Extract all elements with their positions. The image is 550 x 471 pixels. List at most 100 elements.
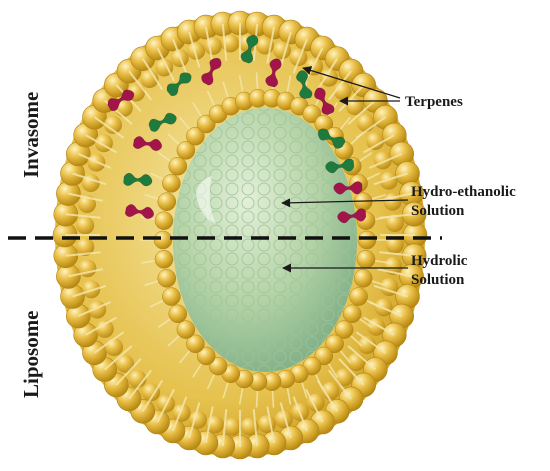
lipid-head [162, 287, 181, 306]
label-terpenes: Terpenes [405, 94, 463, 110]
lipid-head [321, 381, 340, 400]
lipid-head [357, 230, 377, 250]
lipid-tails [65, 23, 415, 447]
lipid-head [154, 211, 174, 230]
lipid-head [76, 237, 95, 256]
lipid-tail [338, 84, 365, 112]
lipid-tail [368, 152, 403, 169]
terpene-shape [314, 87, 335, 115]
lipid-tail [188, 31, 201, 68]
lipid-tail [305, 388, 324, 423]
lipid-head [196, 346, 216, 366]
lipid-tail [279, 31, 292, 68]
lipid-tail [377, 192, 412, 202]
terpene [107, 89, 135, 112]
lipid-tail [373, 172, 408, 186]
lipid-head [168, 304, 188, 324]
lipid-tail [65, 251, 101, 257]
lipid-tail [65, 213, 101, 219]
lipid-head [104, 115, 122, 134]
terpene [337, 208, 367, 224]
arrow-hydro-ethanolic [281, 198, 409, 208]
lipid-head [379, 171, 398, 190]
lipid-tail [72, 172, 107, 186]
lipid-head [154, 250, 174, 269]
lipid-head [204, 36, 223, 55]
label-liposome: Liposome [19, 310, 43, 398]
lipid-tail [347, 345, 376, 371]
terpene-shape [124, 204, 155, 220]
inner-lipid-heads [153, 89, 377, 391]
label-invasome: Invasome [19, 92, 43, 178]
terpene-shape [317, 128, 346, 149]
lipid-head [345, 97, 364, 116]
terpene [201, 57, 222, 86]
lipid-tail [363, 316, 395, 336]
lipid-tail [128, 369, 152, 400]
lipid-head [257, 415, 276, 434]
lipid-tail [338, 358, 365, 386]
terpene-shape [107, 89, 135, 112]
lipid-tail [328, 369, 352, 400]
lipid-head [95, 319, 114, 338]
label-hydrolic-2: Solution [411, 272, 465, 288]
lipid-head [356, 250, 376, 269]
lipid-head [356, 113, 375, 132]
lipid-head [186, 126, 205, 146]
lipid-tail [355, 331, 387, 354]
lipid-head [208, 356, 228, 376]
lipid-tail [266, 26, 276, 64]
terpene [265, 58, 282, 88]
terpene-shape [265, 58, 282, 88]
label-hydro-ethanolic-2: Solution [411, 203, 465, 219]
lipid-tail [141, 58, 164, 91]
lipid-head [196, 114, 216, 134]
lipid-tail [93, 331, 125, 354]
lipid-tail [363, 134, 395, 154]
terpene-shape [201, 57, 222, 86]
lipid-tail [266, 406, 276, 444]
lipid-head [162, 174, 181, 193]
lipid-tail [68, 192, 103, 202]
terpene-shape [132, 136, 163, 152]
terpene-molecules [107, 34, 367, 224]
arrow-terpene-green [302, 66, 401, 99]
lipid-tail [221, 23, 228, 61]
lipid-tail [104, 345, 133, 371]
lipid-head [142, 383, 161, 402]
terpene [123, 172, 153, 187]
lipid-tail [188, 402, 201, 439]
lipid-tail [377, 268, 412, 278]
lipid-tail [328, 70, 352, 101]
lipid-head [76, 216, 95, 235]
lipid-head [314, 346, 334, 366]
lipid-head [335, 368, 353, 387]
terpene-shape [166, 72, 192, 97]
lipid-tail [305, 47, 324, 82]
lipid-head [385, 235, 404, 254]
lipid-head [186, 334, 205, 354]
lipid-tail [204, 406, 214, 444]
terpene-shape [123, 172, 153, 187]
lipid-head [105, 338, 124, 357]
lipid-head [187, 41, 206, 60]
lipid-tail [156, 388, 175, 423]
lipid-head [157, 269, 177, 288]
terpene [166, 72, 192, 97]
lipid-tail [141, 379, 164, 412]
terpene [124, 204, 155, 220]
terpene-shape [240, 34, 259, 64]
lipid-tail [316, 58, 339, 91]
terpene-shape [333, 181, 363, 195]
lipid-tail [379, 251, 415, 257]
terpene [148, 112, 177, 132]
lipid-head [334, 320, 354, 339]
lipid-head [358, 336, 376, 355]
lipid-head [168, 156, 188, 176]
lipid-head [289, 48, 308, 67]
terpene-shape [148, 112, 177, 132]
lipid-head [140, 70, 159, 89]
lipid-tail [93, 116, 125, 139]
lipid-head [319, 68, 338, 87]
